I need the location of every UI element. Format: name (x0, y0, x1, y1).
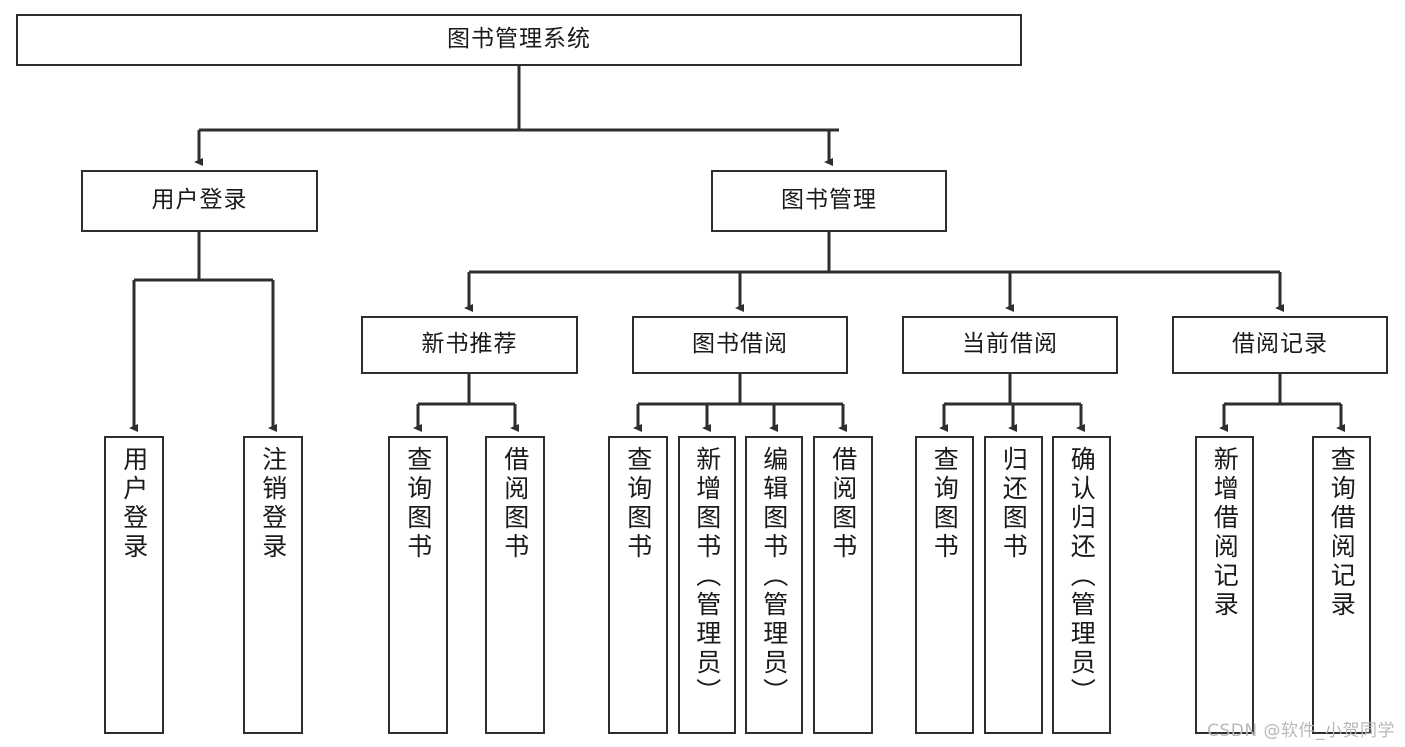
node-leaf-return-book[interactable]: 归还图书 (984, 436, 1043, 734)
node-new-book-recommend[interactable]: 新书推荐 (361, 316, 578, 374)
node-leaf-query-borrow-record-label: 查询借阅记录 (1327, 446, 1357, 620)
node-user-login[interactable]: 用户登录 (81, 170, 318, 232)
node-leaf-borrow-book-label: 借阅图书 (828, 446, 858, 562)
node-leaf-query-book-borrow-label: 查询图书 (623, 446, 653, 562)
node-leaf-query-book-current[interactable]: 查询图书 (915, 436, 974, 734)
node-user-login-label: 用户登录 (151, 187, 248, 214)
node-leaf-borrow-book-rec[interactable]: 借阅图书 (485, 436, 545, 734)
node-leaf-borrow-book[interactable]: 借阅图书 (813, 436, 873, 734)
node-leaf-query-borrow-record[interactable]: 查询借阅记录 (1312, 436, 1371, 734)
node-leaf-query-book-current-label: 查询图书 (930, 446, 960, 562)
node-book-manage-label: 图书管理 (781, 187, 877, 214)
node-borrow-record-label: 借阅记录 (1232, 331, 1328, 358)
node-leaf-borrow-book-rec-label: 借阅图书 (500, 446, 530, 562)
node-current-borrow-label: 当前借阅 (962, 331, 1058, 358)
node-leaf-edit-book-admin-label: 编辑图书（管理员） (759, 446, 789, 707)
node-leaf-query-book-borrow[interactable]: 查询图书 (608, 436, 668, 734)
node-leaf-add-borrow-record[interactable]: 新增借阅记录 (1195, 436, 1254, 734)
node-new-book-recommend-label: 新书推荐 (421, 331, 518, 358)
node-leaf-return-book-label: 归还图书 (999, 446, 1029, 562)
node-leaf-add-book-admin-label: 新增图书（管理员） (692, 446, 722, 707)
node-leaf-logout-label: 注销登录 (258, 446, 288, 562)
node-leaf-logout[interactable]: 注销登录 (243, 436, 303, 734)
node-book-borrow-label: 图书借阅 (692, 331, 788, 358)
node-book-manage[interactable]: 图书管理 (711, 170, 947, 232)
node-leaf-user-login[interactable]: 用户登录 (104, 436, 164, 734)
node-leaf-edit-book-admin[interactable]: 编辑图书（管理员） (745, 436, 803, 734)
node-root[interactable]: 图书管理系统 (16, 14, 1022, 66)
node-leaf-confirm-return-admin-label: 确认归还（管理员） (1067, 446, 1097, 707)
node-leaf-add-borrow-record-label: 新增借阅记录 (1210, 446, 1240, 620)
csdn-watermark: CSDN @软件_小贺同学 (1207, 721, 1395, 741)
node-leaf-confirm-return-admin[interactable]: 确认归还（管理员） (1052, 436, 1111, 734)
node-leaf-query-book-rec-label: 查询图书 (403, 446, 433, 562)
node-leaf-user-login-label: 用户登录 (119, 446, 149, 562)
node-root-label: 图书管理系统 (447, 26, 591, 53)
node-current-borrow[interactable]: 当前借阅 (902, 316, 1118, 374)
node-book-borrow[interactable]: 图书借阅 (632, 316, 848, 374)
node-borrow-record[interactable]: 借阅记录 (1172, 316, 1388, 374)
node-leaf-add-book-admin[interactable]: 新增图书（管理员） (678, 436, 736, 734)
node-leaf-query-book-rec[interactable]: 查询图书 (388, 436, 448, 734)
